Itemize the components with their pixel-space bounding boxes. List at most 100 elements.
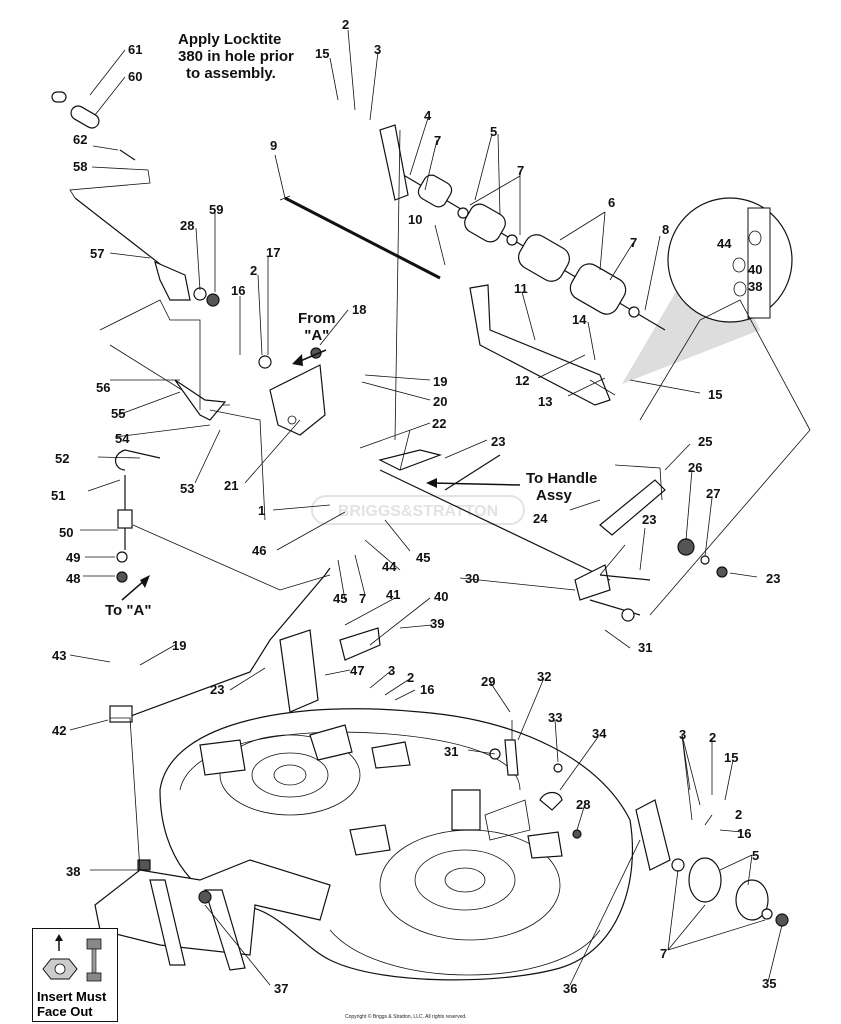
callout-62: 62	[73, 132, 87, 147]
callout-56: 56	[96, 380, 110, 395]
callout-3: 3	[679, 727, 686, 742]
callout-2: 2	[735, 807, 742, 822]
magnifier-inset	[622, 197, 793, 384]
callout-25: 25	[698, 434, 712, 449]
callout-42: 42	[52, 723, 66, 738]
callout-19: 19	[433, 374, 447, 389]
callout-15: 15	[724, 750, 738, 765]
callout-51: 51	[51, 488, 65, 503]
lift-link	[109, 567, 331, 871]
callout-15: 15	[315, 46, 329, 61]
callout-2: 2	[250, 263, 257, 278]
locktite-line-2: 380 in hole prior	[178, 48, 294, 65]
mower-deck	[159, 708, 633, 981]
roller-shaft	[379, 124, 666, 331]
clip-41	[339, 627, 381, 661]
callout-30: 30	[465, 571, 479, 586]
rod-9	[284, 196, 441, 280]
leader-lines	[69, 29, 811, 986]
callout-26: 26	[688, 460, 702, 475]
callout-50: 50	[59, 525, 73, 540]
front-rollers	[635, 799, 789, 927]
callout-5: 5	[490, 124, 497, 139]
callout-16: 16	[420, 682, 434, 697]
callout-13: 13	[538, 394, 552, 409]
callout-16: 16	[737, 826, 751, 841]
callout-7: 7	[517, 163, 524, 178]
insert-note-line-2: Face Out	[37, 1004, 93, 1019]
callout-1: 1	[258, 503, 265, 518]
to-a-note: To "A"	[105, 602, 151, 619]
pivot-link	[599, 479, 728, 578]
hanger-bracket	[489, 720, 582, 839]
callout-58: 58	[73, 159, 87, 174]
callout-23: 23	[642, 512, 656, 527]
callout-7: 7	[434, 133, 441, 148]
callout-47: 47	[350, 663, 364, 678]
callout-59: 59	[209, 202, 223, 217]
callout-8: 8	[662, 222, 669, 237]
callout-54: 54	[115, 431, 130, 446]
callout-41: 41	[386, 587, 400, 602]
callout-22: 22	[432, 416, 446, 431]
locktite-line-1: Apply Locktite	[178, 31, 282, 48]
callout-18: 18	[352, 302, 366, 317]
callout-7: 7	[359, 591, 366, 606]
height-adjust-handle	[51, 91, 220, 307]
callout-28: 28	[180, 218, 194, 233]
callout-49: 49	[66, 550, 80, 565]
support-bracket	[469, 284, 616, 406]
callout-19: 19	[172, 638, 186, 653]
callout-labels: 61 60 62 58 57 28 59 2 17 16 18 9 2 15 3…	[51, 17, 780, 996]
deck-bracket	[279, 629, 319, 713]
callout-10: 10	[408, 212, 422, 227]
callout-40: 40	[434, 589, 448, 604]
callout-39: 39	[430, 616, 444, 631]
callout-45: 45	[333, 591, 347, 606]
callout-52: 52	[55, 451, 69, 466]
callout-44: 44	[382, 559, 397, 574]
callout-32: 32	[537, 669, 551, 684]
callout-28: 28	[576, 797, 590, 812]
callout-17: 17	[266, 245, 280, 260]
callout-2: 2	[342, 17, 349, 32]
watermark: BRIGGS&STRATTON	[311, 495, 525, 525]
callout-2: 2	[709, 730, 716, 745]
callout-48: 48	[66, 571, 80, 586]
callout-31: 31	[638, 640, 652, 655]
from-a-line-2: "A"	[304, 327, 330, 344]
callout-12: 12	[515, 373, 529, 388]
callout-53: 53	[180, 481, 194, 496]
callout-40: 40	[748, 262, 762, 277]
callout-38: 38	[748, 279, 762, 294]
to-handle-line-2: Assy	[536, 487, 572, 504]
locktite-note: Apply Locktite 380 in hole prior to asse…	[178, 31, 294, 82]
callout-55: 55	[111, 406, 125, 421]
callout-35: 35	[762, 976, 776, 991]
callout-27: 27	[706, 486, 720, 501]
callout-16: 16	[231, 283, 245, 298]
callout-7: 7	[660, 946, 667, 961]
insert-note-line-1: Insert Must	[37, 989, 107, 1004]
spring-assembly	[109, 344, 230, 421]
callout-20: 20	[433, 394, 447, 409]
callout-24: 24	[533, 511, 548, 526]
to-handle-note: To Handle Assy	[526, 470, 597, 504]
callout-45: 45	[416, 550, 430, 565]
to-a-label: To "A"	[105, 602, 152, 619]
callout-11: 11	[514, 281, 528, 296]
callout-15: 15	[708, 387, 722, 402]
to-handle-line-1: To Handle	[526, 470, 598, 487]
callout-43: 43	[52, 648, 66, 663]
from-a-note: From "A"	[298, 310, 336, 344]
callout-2: 2	[407, 670, 414, 685]
callout-14: 14	[572, 312, 587, 327]
callout-3: 3	[388, 663, 395, 678]
svg-text:BRIGGS&STRATTON: BRIGGS&STRATTON	[338, 503, 498, 520]
callout-38: 38	[66, 864, 80, 879]
direction-arrows	[121, 349, 521, 601]
callout-37: 37	[274, 981, 288, 996]
callout-33: 33	[548, 710, 562, 725]
adjust-plate	[258, 347, 326, 436]
